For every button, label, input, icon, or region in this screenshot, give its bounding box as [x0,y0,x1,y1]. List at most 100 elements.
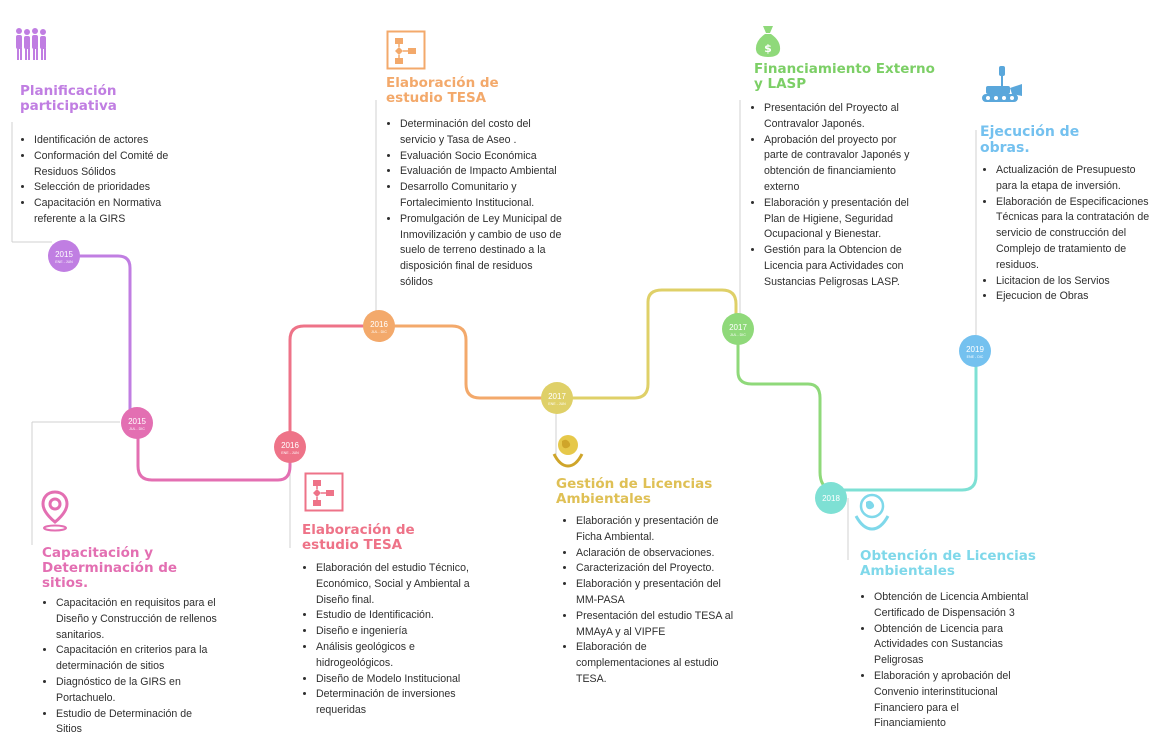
list-item: Elaboración del estudio Técnico, Económi… [316,561,516,608]
year-node-circle [274,431,306,463]
year-node-circle [121,407,153,439]
year-label: 2017 [729,323,747,332]
list-item: Capacitación en requisitos para el Diseñ… [56,596,271,643]
list-item: Licitacion de los Servios [996,274,1151,290]
period-label: JUL - DIC [129,427,145,431]
stage-items: Capacitación en requisitos para el Diseñ… [42,596,271,738]
list-item: Desarrollo Comunitario y Fortalecimiento… [400,180,605,212]
year-label: 2016 [370,320,388,329]
flowchart-icon [386,30,426,70]
list-item: Elaboración y presentación del MM-PASA [576,577,771,609]
timeline-segment [736,328,832,492]
list-item: Identificación de actores [34,133,219,149]
list-item: Determinación del costo del servicio y T… [400,117,605,149]
stage-title: Financiamiento Externo y LASP [754,61,935,92]
year-label: 2015 [128,417,146,426]
list-item: Estudio de Determinación de Sitios [56,707,271,738]
list-item: Elaboración y aprobación del Convenio in… [874,669,1074,732]
stage-title: Gestión de Licencias Ambientales [556,476,713,507]
year-node-circle [722,313,754,345]
list-item: Aprobación del proyecto por parte de con… [764,133,964,196]
stage-items: Actualización de Presupuesto para la eta… [982,163,1151,305]
year-node-circle [815,482,847,514]
year-label: 2019 [966,345,984,354]
list-item: Elaboración de Especificaciones Técnicas… [996,195,1151,274]
list-item: Obtención de Licencia Ambiental Certific… [874,590,1074,622]
list-item: Determinación de inversiones requeridas [316,687,516,719]
year-label: 2018 [822,494,840,503]
year-label: 2016 [281,441,299,450]
year-label: 2017 [548,392,566,401]
list-item: Caracterización del Proyecto. [576,561,771,577]
stage-items: Identificación de actores Conformación d… [20,133,219,228]
timeline-segment [288,324,380,442]
list-item: Elaboración y presentación de Ficha Ambi… [576,514,771,546]
list-item: Diagnóstico de la GIRS en Portachuelo. [56,675,271,707]
list-item: Promulgación de Ley Municipal de Inmovil… [400,212,605,291]
period-label: ENE - JUN [548,402,566,406]
period-label: ENE - JUN [55,260,73,264]
stage-title: Planificación participativa [20,83,117,114]
stage-title: Capacitación y Determinación de sitios. [42,545,178,591]
list-item: Capacitación en Normativa referente a la… [34,196,219,228]
list-item: Capacitación en criterios para la determ… [56,643,271,675]
year-node-circle [541,382,573,414]
list-item: Diseño e ingeniería [316,624,516,640]
stage-title: Elaboración de estudio TESA [386,75,499,106]
list-item: Obtención de Licencia para Actividades c… [874,622,1074,669]
list-item: Selección de prioridades [34,180,219,196]
stage-title: Elaboración de estudio TESA [302,522,415,553]
location-pin-icon [40,490,70,532]
people-icon [14,26,48,62]
year-node: 2018 [815,482,847,514]
list-item: Aclaración de observaciones. [576,546,771,562]
stage-items: Elaboración y presentación de Ficha Ambi… [562,514,771,688]
timeline-segment [830,348,978,492]
list-item: Evaluación Socio Económica [400,149,605,165]
construction-icon [978,66,1024,108]
period-label: ENE - JUN [281,451,299,455]
period-label: JUL - DIC [730,333,746,337]
timeline-segment [556,288,738,400]
stage-items: Presentación del Proyecto al Contravalor… [750,101,964,291]
timeline-segment [62,254,132,422]
timeline-segment [378,324,558,400]
stage-title: Obtención de Licencias Ambientales [860,548,1036,579]
globe-hand-icon [854,492,890,532]
list-item: Conformación del Comité de Residuos Sóli… [34,149,219,181]
period-label: JUL - DIC [371,330,387,334]
stage-title: Ejecución de obras. [980,124,1080,156]
stage-items: Obtención de Licencia Ambiental Certific… [860,590,1074,732]
list-item: Presentación del Proyecto al Contravalor… [764,101,964,133]
svg-text:$: $ [764,42,772,55]
list-item: Presentación del estudio TESA al MMAyA y… [576,609,771,641]
year-label: 2015 [55,250,73,259]
year-node-circle [48,240,80,272]
list-item: Elaboración y presentación del Plan de H… [764,196,964,243]
list-item: Ejecucion de Obras [996,289,1151,305]
list-item: Evaluación de Impacto Ambiental [400,164,605,180]
globe-hand-icon [552,432,584,470]
flowchart-icon [304,472,344,512]
stage-items: Elaboración del estudio Técnico, Económi… [302,561,516,719]
money-bag-icon: $ [754,24,782,58]
list-item: Análisis geológicos e hidrogeológicos. [316,640,516,672]
year-node-circle [959,335,991,367]
list-item: Diseño de Modelo Institucional [316,672,516,688]
list-item: Actualización de Presupuesto para la eta… [996,163,1151,195]
timeline-segment [136,423,292,482]
list-item: Gestión para la Obtencion de Licencia pa… [764,243,964,290]
list-item: Elaboración de complementaciones al estu… [576,640,771,687]
stage-items: Determinación del costo del servicio y T… [386,117,605,291]
period-label: ENE - DIC [967,355,984,359]
year-node-circle [363,310,395,342]
list-item: Estudio de Identificación. [316,608,516,624]
